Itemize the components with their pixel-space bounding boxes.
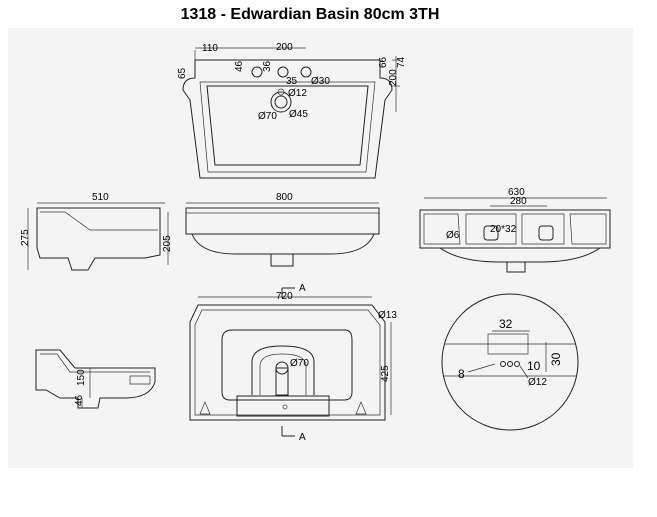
dim-150: 150 — [76, 369, 87, 386]
dim-46-section: 46 — [74, 394, 85, 406]
detail-view: 32 30 10 8 Ø12 — [441, 293, 579, 431]
dim-800: 800 — [276, 192, 293, 203]
dim-8: 8 — [458, 367, 465, 381]
dim-30: 30 — [549, 352, 563, 366]
dim-dia45: Ø45 — [289, 109, 308, 120]
dim-dia12-detail: Ø12 — [528, 377, 547, 388]
front-view: 800 — [185, 192, 380, 267]
dim-dia12: Ø12 — [288, 88, 307, 99]
dim-510: 510 — [92, 192, 109, 203]
dim-720: 720 — [276, 291, 293, 302]
dim-46: 46 — [234, 60, 245, 72]
dim-275: 275 — [20, 229, 31, 246]
dim-36: 36 — [262, 60, 273, 72]
section-mark-a-bottom: A — [299, 432, 306, 443]
dim-425: 425 — [380, 365, 391, 382]
back-view: 630 280 Ø6 20*32 — [419, 187, 611, 273]
dim-74: 74 — [396, 56, 407, 68]
dim-65: 65 — [177, 67, 188, 79]
dim-10: 10 — [527, 359, 541, 373]
dim-66: 66 — [378, 56, 389, 68]
dim-dia30: Ø30 — [311, 76, 330, 87]
dim-dia70-plan: Ø70 — [290, 358, 309, 369]
section-view: 150 46 — [35, 349, 156, 409]
side-view-left: 510 275 205 — [20, 192, 173, 271]
dim-dia70: Ø70 — [258, 111, 277, 122]
dim-20x32: 20*32 — [490, 224, 517, 235]
dim-280: 280 — [510, 196, 527, 207]
dim-200-top: 200 — [276, 42, 293, 53]
dim-110: 110 — [202, 43, 218, 54]
dim-dia6: Ø6 — [446, 230, 460, 241]
dim-200-right: 200 — [388, 69, 399, 86]
dim-205: 205 — [162, 235, 173, 252]
dim-dia13: Ø13 — [378, 310, 397, 321]
top-view: 110 200 65 46 36 35 Ø30 Ø12 Ø70 Ø45 66 7… — [177, 42, 407, 179]
plan-view: A A 720 Ø13 Ø70 425 — [189, 283, 397, 443]
drawing-title: 1318 - Edwardian Basin 80cm 3TH — [180, 6, 440, 23]
dim-32: 32 — [499, 317, 513, 331]
section-mark-a-top: A — [299, 283, 306, 294]
dim-35: 35 — [286, 76, 298, 87]
dim-630: 630 — [508, 187, 525, 198]
